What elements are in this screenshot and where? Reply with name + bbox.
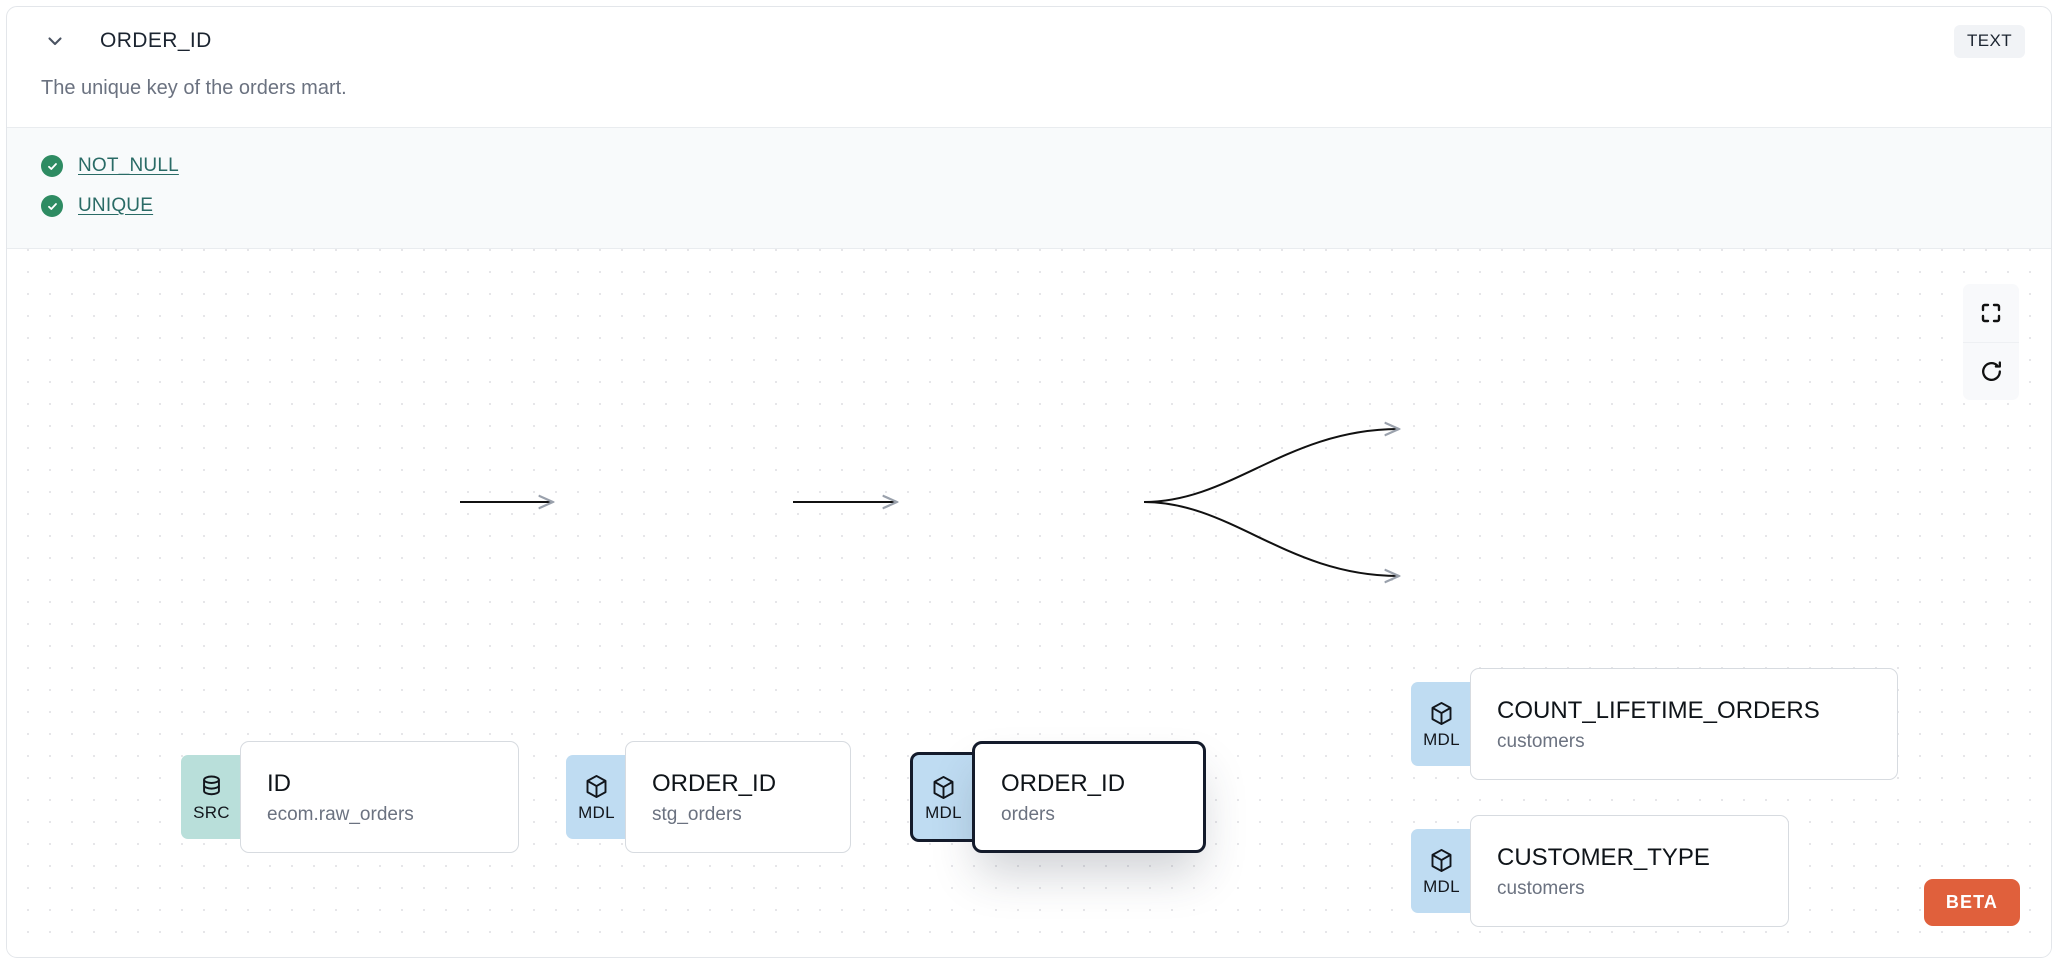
cube-icon bbox=[586, 774, 607, 799]
test-link-not-null[interactable]: NOT_NULL bbox=[78, 155, 179, 176]
test-row: UNIQUE bbox=[41, 186, 2017, 226]
page-title: ORDER_ID bbox=[100, 29, 212, 52]
fit-view-icon bbox=[1979, 301, 2003, 325]
edge-orders-to-customer-type bbox=[1143, 501, 1399, 576]
node-name: ID bbox=[267, 769, 291, 797]
edge-orders-to-count-lifetime bbox=[1143, 429, 1399, 503]
column-description: The unique key of the orders mart. bbox=[41, 77, 347, 99]
node-body: CUSTOMER_TYPE customers bbox=[1470, 815, 1789, 927]
test-link-unique[interactable]: UNIQUE bbox=[78, 195, 154, 216]
test-row: NOT_NULL bbox=[41, 146, 2017, 186]
node-badge-label: SRC bbox=[193, 803, 230, 822]
node-subtitle: ecom.raw_orders bbox=[267, 803, 414, 825]
lineage-node-customer-type[interactable]: MDL CUSTOMER_TYPE customers bbox=[1411, 815, 1789, 927]
beta-badge[interactable]: BETA bbox=[1923, 879, 2020, 926]
card-header: ORDER_ID TEXT bbox=[7, 7, 2051, 75]
node-name: ORDER_ID bbox=[652, 769, 777, 797]
node-badge-label: MDL bbox=[925, 802, 962, 822]
refresh-icon bbox=[1979, 359, 2004, 384]
cube-icon bbox=[1431, 701, 1452, 726]
node-badge-mdl: MDL bbox=[910, 752, 974, 842]
refresh-button[interactable] bbox=[1963, 342, 2019, 400]
node-body: COUNT_LIFETIME_ORDERS customers bbox=[1470, 668, 1898, 780]
lineage-canvas[interactable]: SRC ID ecom.raw_orders MDL ORDER_ID stg_… bbox=[7, 249, 2051, 953]
node-body: ID ecom.raw_orders bbox=[240, 741, 519, 853]
node-badge-mdl: MDL bbox=[1411, 829, 1472, 913]
node-badge-mdl: MDL bbox=[566, 755, 627, 839]
tests-section: NOT_NULL UNIQUE bbox=[7, 127, 2051, 249]
lineage-node-stg-orders[interactable]: MDL ORDER_ID stg_orders bbox=[566, 741, 851, 853]
node-name: CUSTOMER_TYPE bbox=[1497, 843, 1710, 871]
fit-view-button[interactable] bbox=[1963, 284, 2019, 342]
node-badge-src: SRC bbox=[181, 755, 242, 839]
node-badge-label: MDL bbox=[1423, 877, 1460, 896]
node-subtitle: orders bbox=[1001, 803, 1055, 825]
node-badge-mdl: MDL bbox=[1411, 682, 1472, 766]
node-body: ORDER_ID orders bbox=[972, 741, 1206, 853]
node-body: ORDER_ID stg_orders bbox=[625, 741, 851, 853]
node-subtitle: customers bbox=[1497, 730, 1585, 752]
lineage-node-src-id[interactable]: SRC ID ecom.raw_orders bbox=[181, 741, 519, 853]
column-detail-card: ORDER_ID TEXT The unique key of the orde… bbox=[6, 6, 2052, 958]
canvas-controls bbox=[1963, 284, 2019, 400]
database-icon bbox=[203, 775, 220, 796]
lineage-node-orders-selected[interactable]: MDL ORDER_ID orders bbox=[910, 741, 1206, 853]
node-badge-label: MDL bbox=[1423, 730, 1460, 749]
cube-icon bbox=[1431, 848, 1452, 873]
cube-icon bbox=[933, 775, 954, 799]
lineage-node-count-lifetime-orders[interactable]: MDL COUNT_LIFETIME_ORDERS customers bbox=[1411, 668, 1898, 780]
node-name: ORDER_ID bbox=[1001, 769, 1126, 797]
check-circle-icon bbox=[41, 155, 63, 177]
data-type-badge: TEXT bbox=[1953, 24, 2025, 58]
check-circle-icon bbox=[41, 195, 63, 217]
node-badge-label: MDL bbox=[578, 803, 615, 822]
node-subtitle: customers bbox=[1497, 877, 1585, 899]
chevron-down-icon[interactable] bbox=[41, 27, 69, 55]
node-subtitle: stg_orders bbox=[652, 803, 742, 825]
node-name: COUNT_LIFETIME_ORDERS bbox=[1497, 696, 1820, 724]
